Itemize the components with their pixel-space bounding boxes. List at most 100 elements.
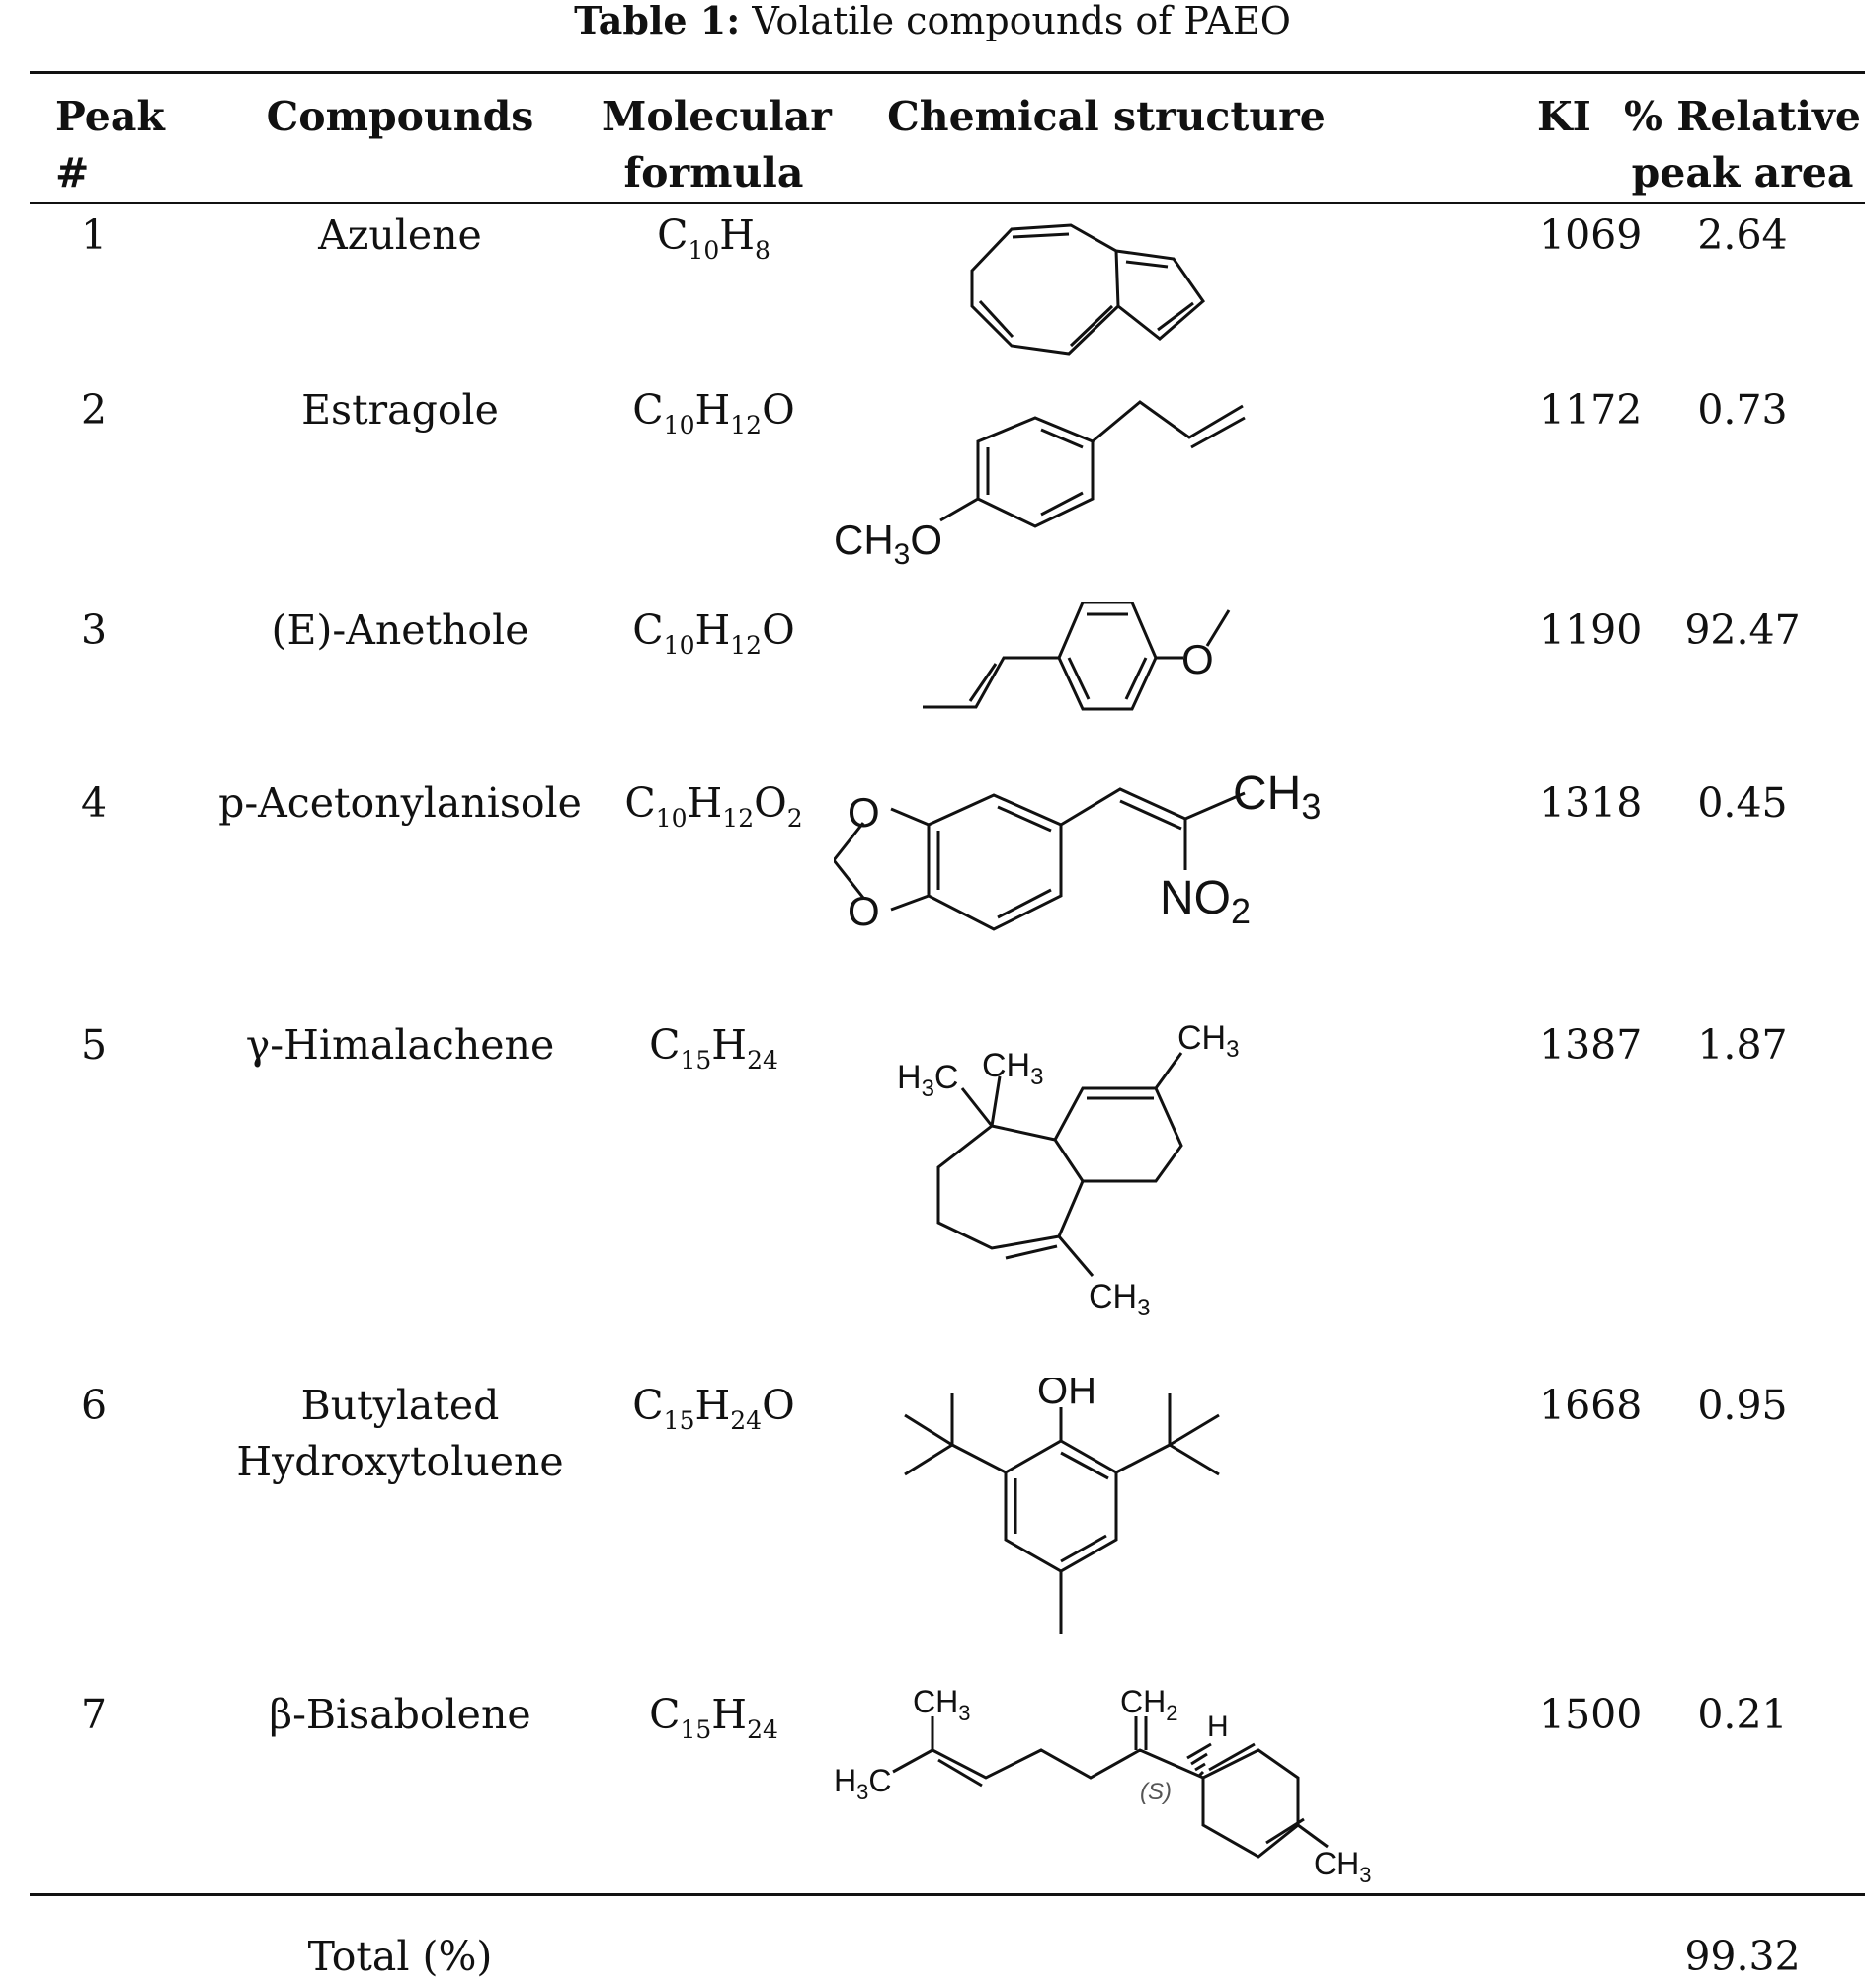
formula-element: C <box>632 1382 664 1429</box>
ch3o-label: CH <box>834 517 894 563</box>
area-cell: 92.47 <box>1684 606 1801 654</box>
compound-cell: γ-Himalachene <box>245 1021 555 1069</box>
peak-cell: 5 <box>81 1021 108 1069</box>
peak-cell: 7 <box>81 1691 108 1738</box>
table-row: 4 p-Acetonylanisole C10H12O2 <box>30 767 1865 1017</box>
formula-subscript: 12 <box>730 411 763 439</box>
svg-text:CH3O: CH3O <box>834 517 942 571</box>
area-cell: 0.73 <box>1697 386 1788 434</box>
compounds-table: Peak # Compounds Molecular formula Chemi… <box>30 84 1865 1988</box>
ki-cell: 1500 <box>1539 1691 1643 1738</box>
svg-text:H3C: H3C <box>897 1059 958 1102</box>
ch3-top-subscript: 3 <box>1226 1036 1239 1063</box>
peak-cell: 6 <box>81 1382 108 1429</box>
formula-element: C <box>649 1691 681 1738</box>
formula-element: H <box>687 779 723 827</box>
formula-element: H <box>694 386 731 434</box>
estragole-structure-icon: CH3O <box>834 400 1246 571</box>
ch3-bottom-subscript: 3 <box>1137 1295 1150 1321</box>
peak-cell: 4 <box>81 779 108 827</box>
header-rule <box>30 202 1865 204</box>
h3c-label: H <box>834 1763 856 1798</box>
structure-cell <box>830 207 1383 382</box>
svg-text:CH3: CH3 <box>1314 1846 1371 1887</box>
formula-element: H <box>711 1021 748 1069</box>
table-row: 5 γ-Himalachene C15H24 CH3 <box>30 1017 1865 1378</box>
formula-element: C <box>624 779 656 827</box>
peak-cell: 2 <box>81 386 108 434</box>
ki-cell: 1318 <box>1539 779 1643 827</box>
area-cell: 1.87 <box>1697 1021 1788 1069</box>
formula-element: H <box>694 606 731 654</box>
formula-subscript: 8 <box>755 236 770 265</box>
svg-text:CH2: CH2 <box>1120 1687 1177 1725</box>
area-cell: 0.45 <box>1697 779 1788 827</box>
formula-cell: C10H12O <box>598 382 830 602</box>
ch2-label: CH <box>1120 1687 1166 1719</box>
compound-line1: Butylated <box>300 1382 500 1429</box>
structure-cell: CH3 H3C CH3 CH3 <box>830 1017 1383 1378</box>
svg-text:NO2: NO2 <box>1160 872 1251 931</box>
structure-cell: CH3O <box>830 382 1383 602</box>
s-stereo-label: (S) <box>1140 1779 1172 1805</box>
h3c-subscript: 3 <box>922 1075 934 1102</box>
header-area-line1: % Relative <box>1624 93 1861 140</box>
table-caption: Table 1: Volatile compounds of PAEO <box>0 0 1865 41</box>
ch3-top-label: CH <box>1177 1019 1226 1057</box>
ch3-ring-label: CH <box>1314 1846 1359 1881</box>
compound-cell: Butylated Hydroxytoluene <box>203 1378 598 1687</box>
header-area-line2: peak area <box>1631 149 1854 197</box>
total-value: 99.32 <box>1684 1933 1801 1980</box>
formula-element: H <box>694 1382 731 1429</box>
dioxole-o-top: O <box>848 789 880 835</box>
compound-cell: Estragole <box>301 386 499 434</box>
table-row: 3 (E)-Anethole C10H12O O <box>30 600 1865 775</box>
h3c-label: H <box>897 1059 922 1096</box>
formula-subscript: 12 <box>730 631 763 660</box>
formula-cell: C15H24 <box>598 1017 830 1378</box>
structure-cell: O O CH3 NO2 <box>830 767 1383 1017</box>
bht-structure-icon: OH <box>904 1369 1220 1634</box>
formula-subscript: 10 <box>688 236 720 265</box>
peak-cell: 1 <box>81 211 108 259</box>
oh-label: OH <box>1037 1378 1096 1412</box>
formula-element: O <box>762 1382 795 1429</box>
ch3-subscript: 3 <box>1301 786 1321 827</box>
compound-cell: β-Bisabolene <box>269 1691 531 1738</box>
total-label: Total (%) <box>307 1933 493 1980</box>
top-rule <box>30 71 1865 74</box>
ki-cell: 1387 <box>1539 1021 1643 1069</box>
formula-subscript: 15 <box>680 1715 712 1744</box>
peak-cell: 3 <box>81 606 108 654</box>
azulene-structure-icon <box>970 223 1206 356</box>
area-cell: 0.21 <box>1697 1691 1788 1738</box>
ch3o-oxygen: O <box>910 517 942 563</box>
svg-text:CH3: CH3 <box>982 1047 1043 1090</box>
ch3o-subscript: 3 <box>894 538 911 571</box>
formula-subscript: 24 <box>747 1046 778 1074</box>
anethole-o-label: O <box>1181 636 1214 682</box>
ch3-gem-label: CH <box>982 1047 1030 1084</box>
header-formula-line2: formula <box>623 149 804 197</box>
ki-cell: 1069 <box>1539 211 1643 259</box>
ki-cell: 1190 <box>1539 606 1643 654</box>
formula-element: C <box>657 211 689 259</box>
formula-element: C <box>649 1021 681 1069</box>
header-peak: Peak # <box>55 93 165 197</box>
formula-subscript: 10 <box>663 631 695 660</box>
svg-text:H3C: H3C <box>834 1763 891 1804</box>
formula-element: H <box>719 211 756 259</box>
formula-element: O <box>762 606 795 654</box>
no2-subscript: 2 <box>1231 891 1251 931</box>
caption-text: Volatile compounds of PAEO <box>752 0 1291 42</box>
structure-cell: OH <box>830 1369 1383 1687</box>
formula-element: O <box>762 386 795 434</box>
formula-subscript: 24 <box>747 1715 778 1744</box>
header-area: % Relative peak area <box>1620 84 1865 207</box>
h3c-carbon: C <box>934 1059 959 1096</box>
formula-cell: C15H24O <box>598 1378 830 1687</box>
svg-text:CH3: CH3 <box>1233 775 1321 827</box>
formula-cell: C10H8 <box>598 207 830 382</box>
ki-cell: 1668 <box>1539 1382 1643 1429</box>
ch3-label: CH <box>1233 775 1301 820</box>
